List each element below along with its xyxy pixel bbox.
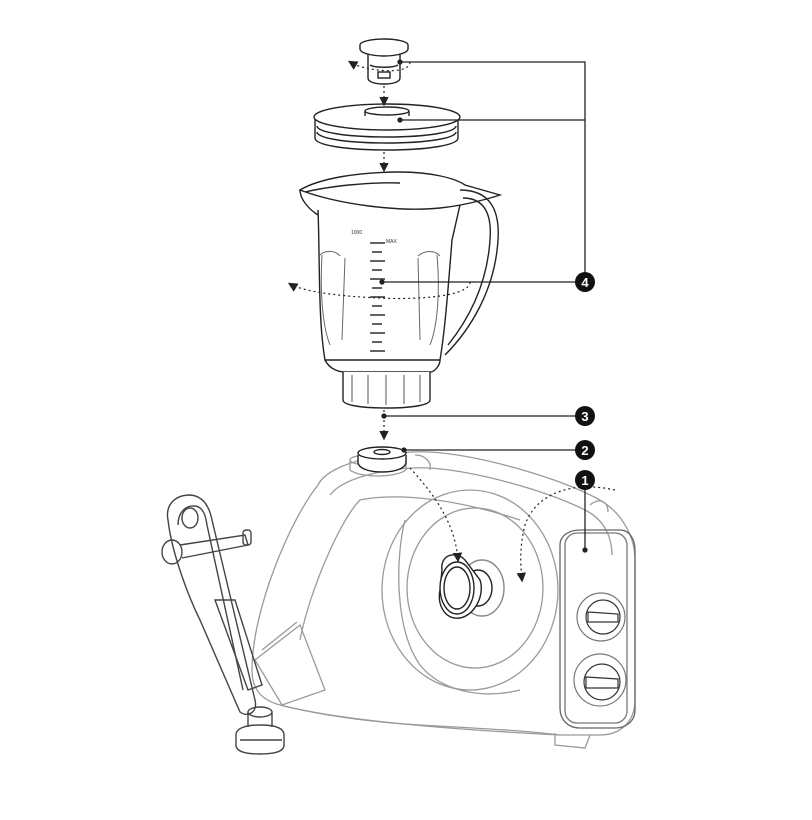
callout-leaders: [379, 59, 588, 553]
assembly-arrows: [287, 60, 616, 583]
lid-icon: [313, 103, 461, 151]
callout-2-label: 2: [581, 443, 588, 458]
lever-arm-icon: [161, 494, 285, 755]
jug-marking-right: MAX: [386, 239, 398, 245]
callout-1-label: 1: [581, 473, 588, 488]
callout-2: 2: [575, 440, 595, 460]
measuring-cap-icon: [359, 38, 409, 85]
control-knob-icon: [573, 592, 627, 707]
callout-3-label: 3: [581, 409, 588, 424]
drive-coupling-icon: [438, 554, 505, 619]
callout-3: 3: [575, 406, 595, 426]
callout-4: 4: [575, 272, 595, 292]
coupler-icon: [357, 446, 407, 473]
jug-scale: [370, 242, 385, 352]
jug-marking-left: 1000: [351, 230, 362, 236]
jug-icon: [298, 171, 503, 409]
callout-1: 1: [575, 470, 595, 490]
callout-4-label: 4: [581, 275, 589, 290]
